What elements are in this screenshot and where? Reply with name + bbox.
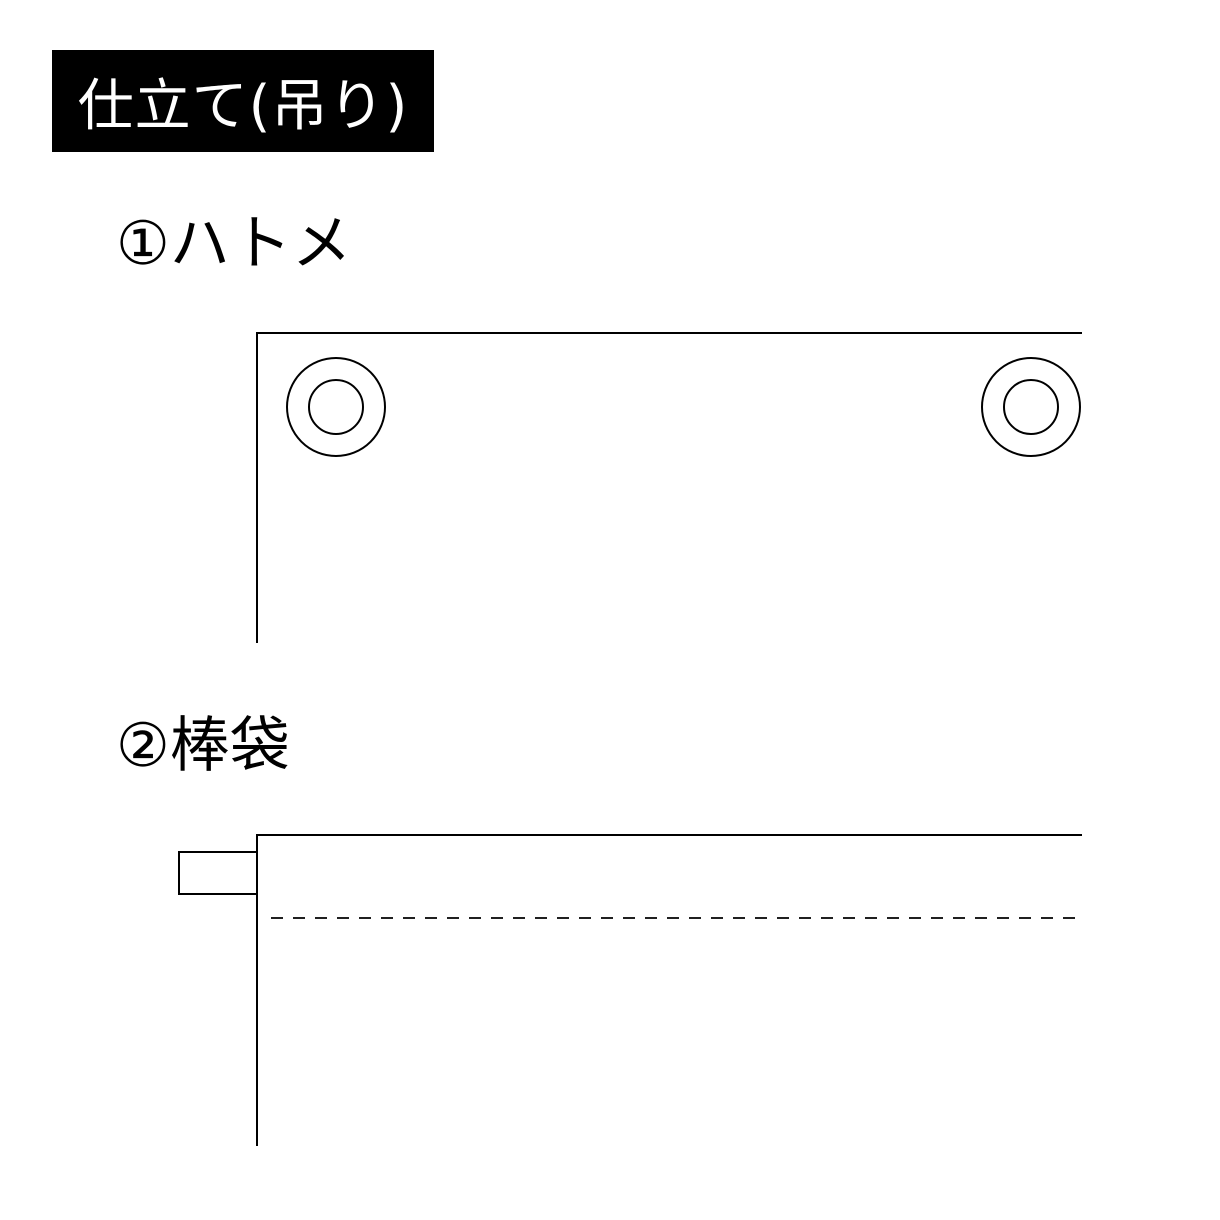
pole-end bbox=[178, 851, 258, 895]
grommet-left-outer bbox=[286, 357, 386, 457]
grommet-right-outer bbox=[981, 357, 1081, 457]
pole-pocket-banner-edge bbox=[256, 834, 1082, 1146]
grommet-left-inner bbox=[308, 379, 364, 435]
grommet-banner-edge bbox=[256, 332, 1082, 643]
grommet-right-inner bbox=[1003, 379, 1059, 435]
section-heading-grommet: ①ハトメ bbox=[116, 209, 352, 279]
section-heading-pole-pocket: ②棒袋 bbox=[116, 711, 290, 781]
page-title-text: 仕立て(吊り) bbox=[77, 73, 409, 139]
page-title: 仕立て(吊り) bbox=[52, 50, 434, 152]
